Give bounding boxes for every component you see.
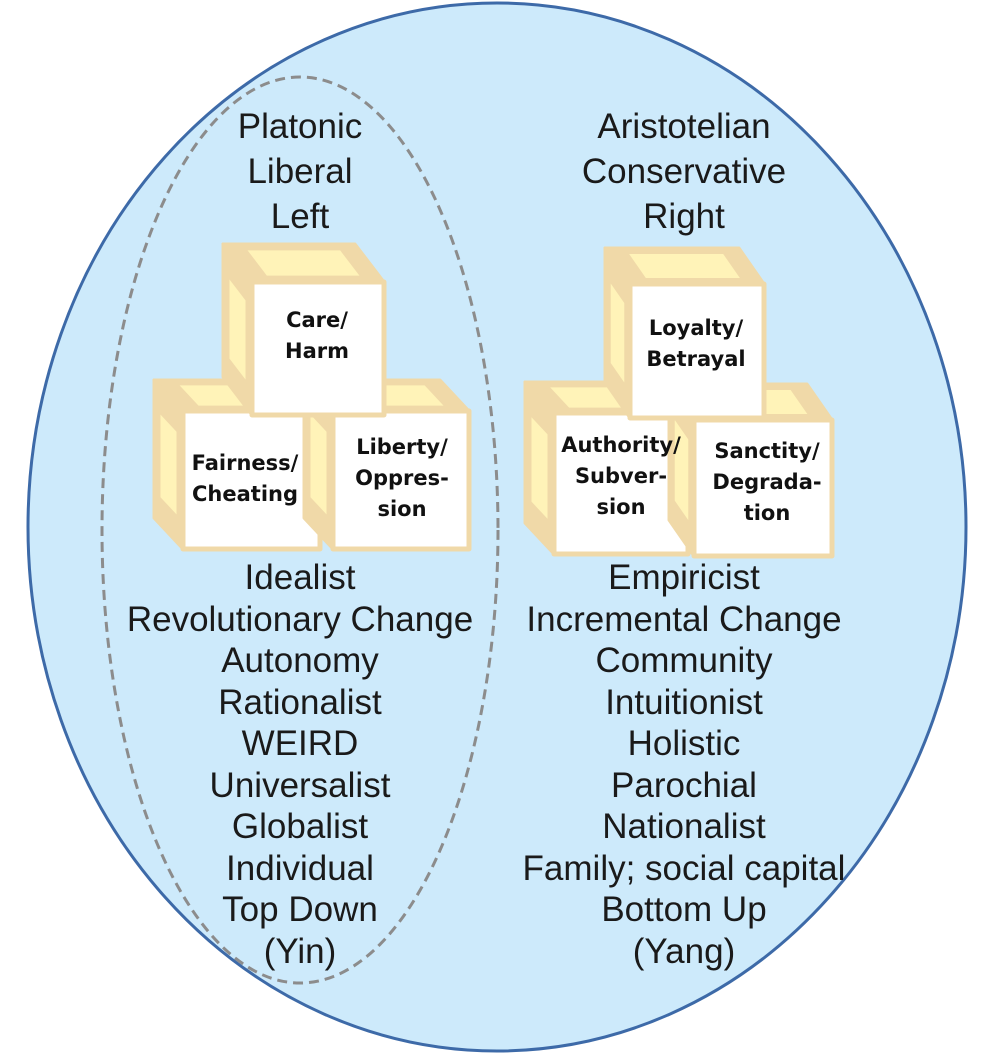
right-heading-line: Right (484, 194, 884, 239)
right-trait-item: Parochial (484, 765, 884, 807)
cube-label-authority-subversion: Authority/ Subver- sion (552, 430, 690, 523)
cube-label-line: Loyalty/ (630, 313, 762, 344)
left-trait-item: Top Down (100, 889, 500, 931)
right-trait-item: Bottom Up (484, 889, 884, 931)
cube-label-line: Sanctity/ (700, 436, 834, 467)
right-trait-item: (Yang) (484, 931, 884, 973)
cube-label-line: Harm (252, 336, 382, 367)
left-trait-item: Individual (100, 848, 500, 890)
cube-label-fairness-cheating: Fairness/ Cheating (180, 448, 310, 510)
right-heading: Aristotelian Conservative Right (484, 104, 884, 239)
left-heading-line: Left (100, 194, 500, 239)
left-trait-item: (Yin) (100, 931, 500, 973)
cube-label-line: Cheating (180, 479, 310, 510)
left-heading: Platonic Liberal Left (100, 104, 500, 239)
cube-label-line: Liberty/ (334, 432, 470, 463)
right-trait-item: Empiricist (484, 557, 884, 599)
cube-label-line: Care/ (252, 305, 382, 336)
cube-label-line: Oppres- (334, 463, 470, 494)
cube-label-liberty-oppression: Liberty/ Oppres- sion (334, 432, 470, 525)
cube-label-line: sion (334, 494, 470, 525)
left-trait-item: Universalist (100, 765, 500, 807)
cube-label-line: Degrada- (700, 467, 834, 498)
left-heading-line: Liberal (100, 149, 500, 194)
cube-label-sanctity-degradation: Sanctity/ Degrada- tion (700, 436, 834, 529)
right-trait-item: Incremental Change (484, 599, 884, 641)
left-traits-list: Idealist Revolutionary Change Autonomy R… (100, 557, 500, 972)
right-trait-item: Intuitionist (484, 682, 884, 724)
right-traits-list: Empiricist Incremental Change Community … (484, 557, 884, 972)
cube-label-line: Fairness/ (180, 448, 310, 479)
left-heading-line: Platonic (100, 104, 500, 149)
left-trait-item: Idealist (100, 557, 500, 599)
right-trait-item: Family; social capital (484, 848, 884, 890)
cube-label-line: Subver- (552, 461, 690, 492)
right-trait-item: Holistic (484, 723, 884, 765)
right-trait-item: Community (484, 640, 884, 682)
cube-label-line: Authority/ (552, 430, 690, 461)
cube-label-line: Betrayal (630, 344, 762, 375)
left-trait-item: Rationalist (100, 682, 500, 724)
right-heading-line: Aristotelian (484, 104, 884, 149)
right-trait-item: Nationalist (484, 806, 884, 848)
left-trait-item: Globalist (100, 806, 500, 848)
right-heading-line: Conservative (484, 149, 884, 194)
cube-label-care-harm: Care/ Harm (252, 305, 382, 367)
left-trait-item: WEIRD (100, 723, 500, 765)
left-trait-item: Revolutionary Change (100, 599, 500, 641)
cube-label-line: sion (552, 492, 690, 523)
left-trait-item: Autonomy (100, 640, 500, 682)
cube-label-line: tion (700, 498, 834, 529)
cube-label-loyalty-betrayal: Loyalty/ Betrayal (630, 313, 762, 375)
